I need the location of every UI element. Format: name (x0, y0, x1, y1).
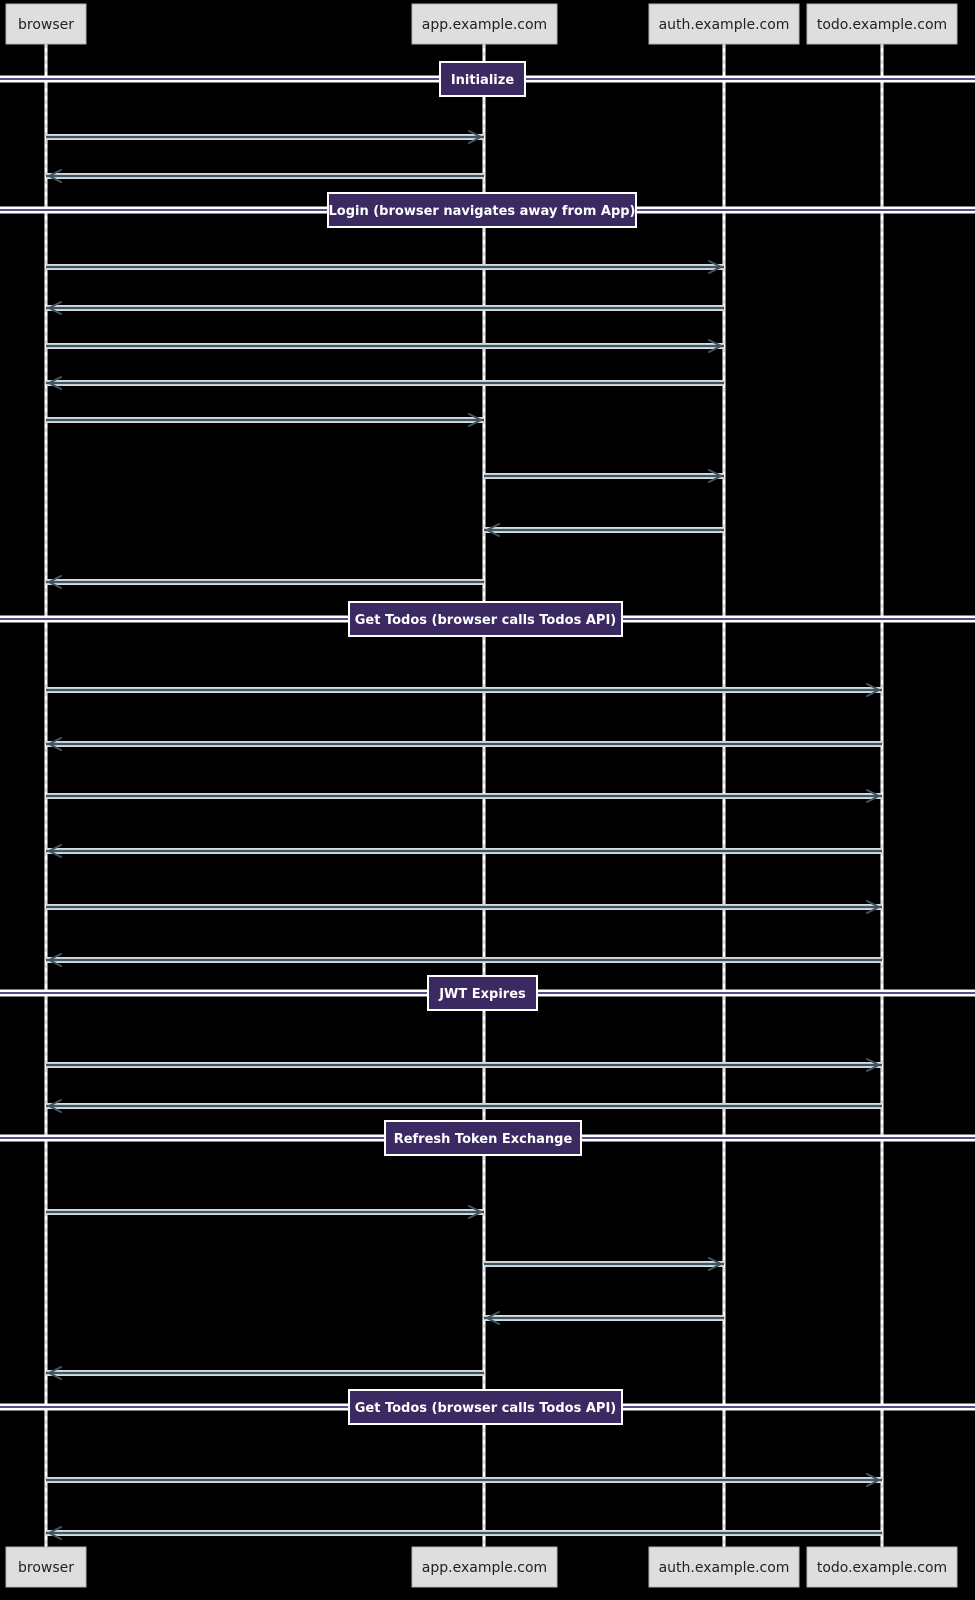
arrowhead-icon (48, 1366, 62, 1380)
section-divider-refresh-token-exchange: Refresh Token Exchange (384, 1120, 582, 1156)
arrowhead-icon (708, 260, 722, 274)
participant-label: browser (18, 1560, 74, 1576)
message-app-to-browser (46, 169, 484, 183)
section-divider-login: Login (browser navigates away from App) (327, 192, 637, 228)
participant-footer-app[interactable]: app.example.com (411, 1546, 558, 1588)
message-browser-to-todo (46, 683, 882, 697)
message-browser-to-app (46, 1205, 484, 1219)
arrowhead-icon (48, 844, 62, 858)
arrowhead-icon (866, 789, 880, 803)
section-label: JWT Expires (438, 987, 526, 1002)
message-browser-to-app (46, 413, 484, 427)
arrowhead-icon (866, 900, 880, 914)
message-browser-to-auth (46, 260, 724, 274)
arrowhead-icon (708, 1257, 722, 1271)
message-browser-to-todo (46, 1473, 882, 1487)
arrowhead-icon (468, 413, 482, 427)
section-label: Get Todos (browser calls Todos API) (355, 613, 617, 628)
participant-footer-todo[interactable]: todo.example.com (806, 1546, 958, 1588)
message-app-to-auth (484, 1257, 724, 1271)
participant-label: browser (18, 17, 74, 33)
participant-header-auth[interactable]: auth.example.com (648, 3, 800, 45)
section-divider-initialize: Initialize (439, 61, 526, 97)
participant-label: todo.example.com (817, 17, 947, 33)
arrowhead-icon (468, 130, 482, 144)
participant-header-todo[interactable]: todo.example.com (806, 3, 958, 45)
arrowhead-icon (486, 523, 500, 537)
message-app-to-auth (484, 469, 724, 483)
section-label: Initialize (451, 73, 514, 88)
arrowhead-icon (866, 1473, 880, 1487)
participant-header-browser[interactable]: browser (5, 3, 87, 45)
message-auth-to-browser (46, 376, 724, 390)
arrowhead-icon (468, 1205, 482, 1219)
message-browser-to-todo (46, 900, 882, 914)
participant-footer-auth[interactable]: auth.example.com (648, 1546, 800, 1588)
arrowhead-icon (48, 953, 62, 967)
section-label: Login (browser navigates away from App) (328, 204, 635, 219)
message-app-to-browser (46, 1366, 484, 1380)
participant-header-app[interactable]: app.example.com (411, 3, 558, 45)
message-todo-to-browser (46, 844, 882, 858)
section-divider-jwt-expires: JWT Expires (427, 975, 538, 1011)
arrowhead-icon (48, 737, 62, 751)
arrowhead-icon (708, 339, 722, 353)
message-auth-to-app (484, 523, 724, 537)
messages (46, 130, 882, 1540)
arrowhead-icon (48, 376, 62, 390)
message-browser-to-app (46, 130, 484, 144)
participant-label: app.example.com (422, 1560, 547, 1576)
section-label: Refresh Token Exchange (394, 1132, 573, 1147)
arrowhead-icon (48, 575, 62, 589)
arrowhead-icon (486, 1311, 500, 1325)
section-label: Get Todos (browser calls Todos API) (355, 1401, 617, 1416)
participant-footer-browser[interactable]: browser (5, 1546, 87, 1588)
arrowhead-icon (866, 1058, 880, 1072)
arrowhead-icon (708, 469, 722, 483)
message-browser-to-todo (46, 1058, 882, 1072)
message-auth-to-app (484, 1311, 724, 1325)
message-browser-to-todo (46, 789, 882, 803)
section-divider-get-todos: Get Todos (browser calls Todos API) (348, 601, 623, 637)
message-app-to-browser (46, 575, 484, 589)
participant-label: app.example.com (422, 17, 547, 33)
message-todo-to-browser (46, 953, 882, 967)
message-todo-to-browser (46, 737, 882, 751)
participant-label: todo.example.com (817, 1560, 947, 1576)
arrowhead-icon (866, 683, 880, 697)
participant-label: auth.example.com (659, 17, 790, 33)
message-todo-to-browser (46, 1526, 882, 1540)
participant-label: auth.example.com (659, 1560, 790, 1576)
arrowhead-icon (48, 1526, 62, 1540)
arrowhead-icon (48, 301, 62, 315)
message-todo-to-browser (46, 1099, 882, 1113)
arrowhead-icon (48, 169, 62, 183)
arrowhead-icon (48, 1099, 62, 1113)
section-divider-get-todos-2: Get Todos (browser calls Todos API) (348, 1389, 623, 1425)
message-browser-to-auth (46, 339, 724, 353)
message-auth-to-browser (46, 301, 724, 315)
